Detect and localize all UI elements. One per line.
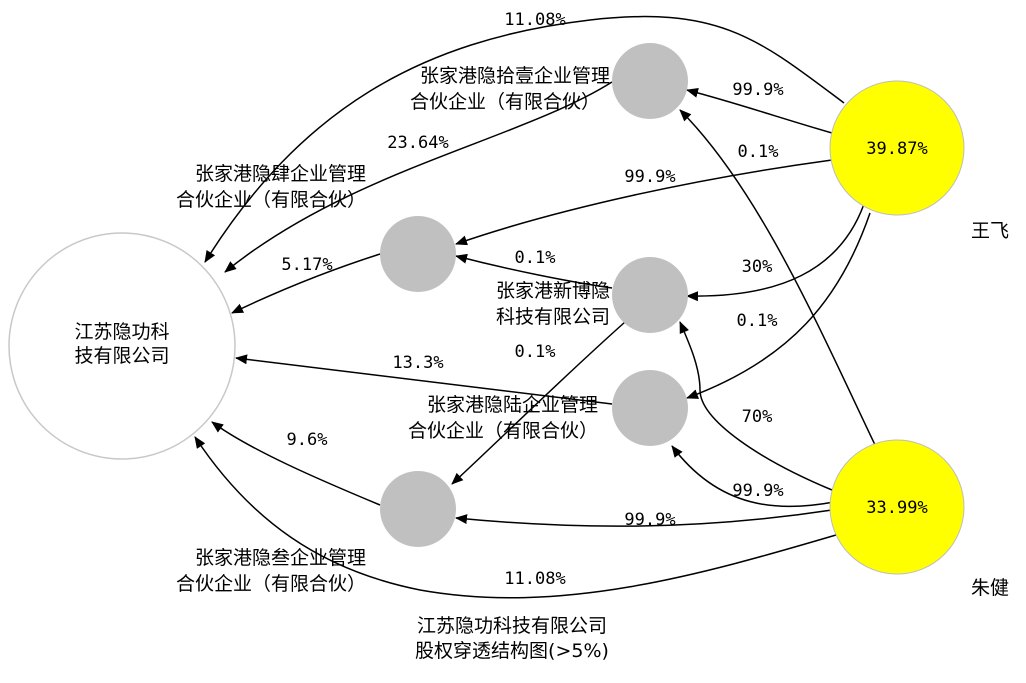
edge-zhujian-to-p6 — [671, 445, 835, 508]
edge-label-wangfei-p6: 0.1% — [737, 311, 778, 331]
edge-label-p6-target: 13.3% — [392, 353, 443, 373]
edge-wangfei-to-p6 — [686, 212, 871, 399]
edge-zhujian-to-xinbo — [679, 321, 833, 491]
edge-wangfei-to-xinbo — [686, 203, 865, 302]
zhujian-percentage: 33.99% — [866, 498, 927, 518]
edge-wangfei-to-p4 — [455, 159, 833, 246]
p3-label-line1: 张家港隐叁企业管理 — [195, 547, 366, 569]
target-company-node — [8, 232, 236, 460]
edge-label-p4-target: 5.17% — [281, 255, 332, 275]
target-label-line1: 江苏隐功科 — [74, 321, 169, 343]
node-labels: 江苏隐功科 技有限公司 张家港隐拾壹企业管理 合伙企业（有限合伙） 张家港隐肆企… — [74, 65, 1009, 599]
edge-label-wangfei-target: 11.08% — [504, 10, 565, 30]
edge-xinbo-to-p4 — [455, 253, 613, 289]
person-node-zhujian — [829, 439, 965, 575]
xinbo-label-line1: 张家港新博隐 — [496, 280, 610, 302]
company-node-p6 — [612, 370, 688, 446]
edge-label-zhujian-xinbo: 70% — [742, 407, 773, 427]
p6-label-line2: 合伙企业（有限合伙） — [408, 420, 598, 442]
edge-labels: 11.08% 23.64% 5.17% 13.3% 9.6% 11.08% 99… — [281, 10, 783, 589]
edge-zhujian-to-p3 — [455, 509, 833, 527]
p3-label-line2: 合伙企业（有限合伙） — [176, 573, 366, 595]
zhujian-name: 朱健 — [971, 577, 1009, 599]
xinbo-label-line2: 科技有限公司 — [496, 306, 610, 328]
edge-zhujian-to-target — [194, 436, 837, 599]
edge-zhujian-to-p11 — [679, 109, 878, 450]
edges — [194, 15, 878, 599]
wangfei-name: 王飞 — [971, 220, 1009, 242]
p4-label-line2: 合伙企业（有限合伙） — [176, 189, 366, 211]
edge-label-xinbo-p4: 0.1% — [515, 248, 556, 268]
diagram-title: 江苏隐功科技有限公司 股权穿透结构图(>5%) — [415, 615, 609, 662]
edge-label-wangfei-p11: 99.9% — [732, 80, 783, 100]
p11-label-line2: 合伙企业（有限合伙） — [410, 91, 600, 113]
edge-label-p3-target: 9.6% — [287, 430, 328, 450]
p6-label-line1: 张家港隐陆企业管理 — [427, 394, 598, 416]
edge-label-p11-target: 23.64% — [387, 133, 448, 153]
title-line2: 股权穿透结构图(>5%) — [415, 640, 609, 662]
edge-p4-to-target — [231, 253, 381, 314]
person-node-wangfei — [829, 80, 965, 216]
p11-label-line1: 张家港隐拾壹企业管理 — [420, 65, 610, 87]
wangfei-percentage: 39.87% — [866, 139, 927, 159]
edge-label-zhujian-p6: 99.9% — [732, 481, 783, 501]
edge-label-zhujian-target: 11.08% — [504, 569, 565, 589]
company-node-p11 — [612, 43, 688, 119]
edge-label-zhujian-p11: 0.1% — [738, 142, 779, 162]
edge-p6-to-target — [235, 354, 613, 405]
edge-xinbo-to-p3 — [451, 321, 626, 485]
edge-p3-to-target — [211, 421, 381, 506]
edge-label-wangfei-p4: 99.9% — [624, 167, 675, 187]
company-node-p4 — [380, 216, 456, 292]
edge-label-xinbo-p3: 0.1% — [515, 342, 556, 362]
nodes — [8, 43, 965, 575]
edge-wangfei-to-p11 — [686, 87, 833, 134]
edge-wangfei-to-target — [204, 15, 845, 263]
edge-label-zhujian-p3: 99.9% — [624, 510, 675, 530]
edge-p11-to-target — [224, 81, 613, 273]
p4-label-line1: 张家港隐肆企业管理 — [195, 163, 366, 185]
edge-label-wangfei-xinbo: 30% — [742, 257, 773, 277]
target-label-line2: 技有限公司 — [74, 345, 169, 367]
company-node-p3 — [380, 471, 456, 547]
title-line1: 江苏隐功科技有限公司 — [417, 615, 607, 637]
company-node-xinbo — [612, 257, 688, 333]
